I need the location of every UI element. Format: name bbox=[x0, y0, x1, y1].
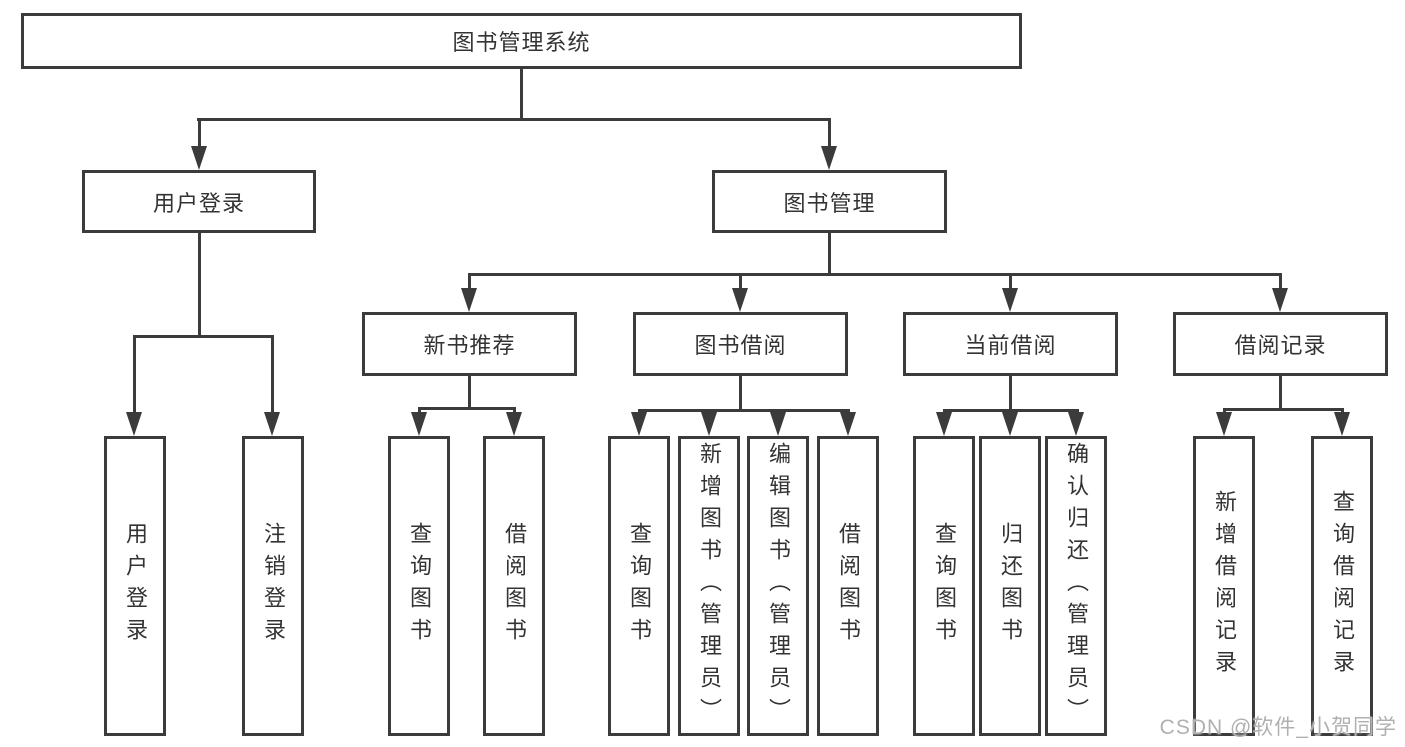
connector-line bbox=[1009, 376, 1012, 409]
node-label: 图书管理 bbox=[783, 190, 876, 216]
connector-line bbox=[468, 273, 471, 291]
leaf-label: 查询图书 bbox=[627, 522, 652, 650]
node-book-management: 图书管理 bbox=[712, 170, 947, 233]
leaf-edit-book-admin: 编辑图书（管理员） bbox=[747, 436, 809, 736]
leaf-user-login: 用户登录 bbox=[104, 436, 166, 736]
leaf-logout: 注销登录 bbox=[242, 436, 304, 736]
arrowhead-down bbox=[769, 412, 786, 436]
leaf-query-book-current: 查询图书 bbox=[913, 436, 975, 736]
node-label: 用户登录 bbox=[152, 190, 245, 216]
leaf-label: 新增借阅记录 bbox=[1212, 490, 1237, 682]
node-borrowing-records: 借阅记录 bbox=[1173, 312, 1388, 376]
leaf-add-book-admin: 新增图书（管理员） bbox=[678, 436, 740, 736]
arrowhead-down bbox=[839, 412, 856, 436]
connector-line bbox=[133, 335, 136, 415]
arrowhead-down bbox=[411, 412, 427, 436]
leaf-label: 用户登录 bbox=[123, 522, 148, 650]
arrowhead-down bbox=[820, 146, 837, 170]
arrowhead-down bbox=[264, 412, 280, 436]
leaf-query-borrow-record: 查询借阅记录 bbox=[1311, 436, 1373, 736]
arrowhead-down bbox=[506, 412, 522, 436]
watermark-csdn: CSDN @软件_小贺同学 bbox=[1159, 716, 1397, 739]
leaf-borrow-book-borrowing: 借阅图书 bbox=[817, 436, 879, 736]
arrowhead-down bbox=[461, 288, 477, 312]
leaf-label: 借阅图书 bbox=[502, 522, 527, 650]
connector-line bbox=[739, 273, 742, 291]
arrowhead-down bbox=[1333, 412, 1350, 436]
connector-line bbox=[1279, 376, 1282, 408]
node-label: 当前借阅 bbox=[964, 333, 1057, 358]
arrowhead-down bbox=[190, 146, 207, 170]
connector-line bbox=[197, 118, 831, 121]
leaf-label: 查询图书 bbox=[932, 522, 957, 650]
node-book-borrowing: 图书借阅 bbox=[633, 312, 848, 376]
leaf-label: 查询图书 bbox=[407, 522, 432, 650]
arrowhead-down bbox=[126, 412, 142, 436]
leaf-label: 归还图书 bbox=[998, 522, 1023, 650]
node-user-login: 用户登录 bbox=[82, 170, 316, 233]
arrowhead-down bbox=[630, 412, 647, 436]
leaf-label: 借阅图书 bbox=[836, 522, 861, 650]
connector-line bbox=[1222, 408, 1344, 411]
arrowhead-down bbox=[1215, 412, 1232, 436]
node-current-borrowing: 当前借阅 bbox=[903, 312, 1118, 376]
arrowhead-down bbox=[700, 412, 717, 436]
connector-line bbox=[197, 233, 201, 335]
arrowhead-down bbox=[1002, 288, 1018, 312]
arrowhead-down bbox=[935, 412, 952, 436]
connector-line bbox=[133, 335, 274, 338]
leaf-query-book-recommend: 查询图书 bbox=[388, 436, 450, 736]
node-label: 借阅记录 bbox=[1234, 333, 1327, 358]
connector-line bbox=[1279, 273, 1282, 291]
connector-line bbox=[271, 335, 274, 415]
node-label: 图书管理系统 bbox=[452, 30, 591, 55]
leaf-label: 编辑图书（管理员） bbox=[766, 442, 791, 730]
connector-line bbox=[468, 376, 471, 407]
connector-line bbox=[637, 409, 850, 412]
leaf-borrow-book-recommend: 借阅图书 bbox=[483, 436, 545, 736]
leaf-add-borrow-record: 新增借阅记录 bbox=[1193, 436, 1255, 736]
leaf-query-book-borrowing: 查询图书 bbox=[608, 436, 670, 736]
connector-line bbox=[1009, 273, 1012, 291]
arrowhead-down bbox=[732, 288, 748, 312]
leaf-return-book: 归还图书 bbox=[979, 436, 1041, 736]
leaf-confirm-return-admin: 确认归还（管理员） bbox=[1045, 436, 1107, 736]
connector-line bbox=[520, 69, 523, 118]
connector-line bbox=[418, 407, 516, 410]
leaf-label: 注销登录 bbox=[261, 522, 286, 650]
leaf-label: 确认归还（管理员） bbox=[1064, 442, 1089, 730]
connector-line bbox=[468, 273, 1281, 276]
node-library-management-system: 图书管理系统 bbox=[21, 13, 1022, 69]
node-label: 图书借阅 bbox=[694, 333, 787, 358]
arrowhead-down bbox=[1067, 412, 1084, 436]
leaf-label: 新增图书（管理员） bbox=[697, 442, 722, 730]
connector-line bbox=[827, 118, 831, 152]
node-new-book-recommendation: 新书推荐 bbox=[362, 312, 577, 376]
arrowhead-down bbox=[1001, 412, 1018, 436]
arrowhead-down bbox=[1272, 288, 1288, 312]
node-label: 新书推荐 bbox=[423, 333, 516, 358]
leaf-label: 查询借阅记录 bbox=[1330, 490, 1355, 682]
connector-line bbox=[197, 118, 201, 152]
connector-line bbox=[739, 376, 742, 409]
connector-line bbox=[827, 233, 831, 273]
